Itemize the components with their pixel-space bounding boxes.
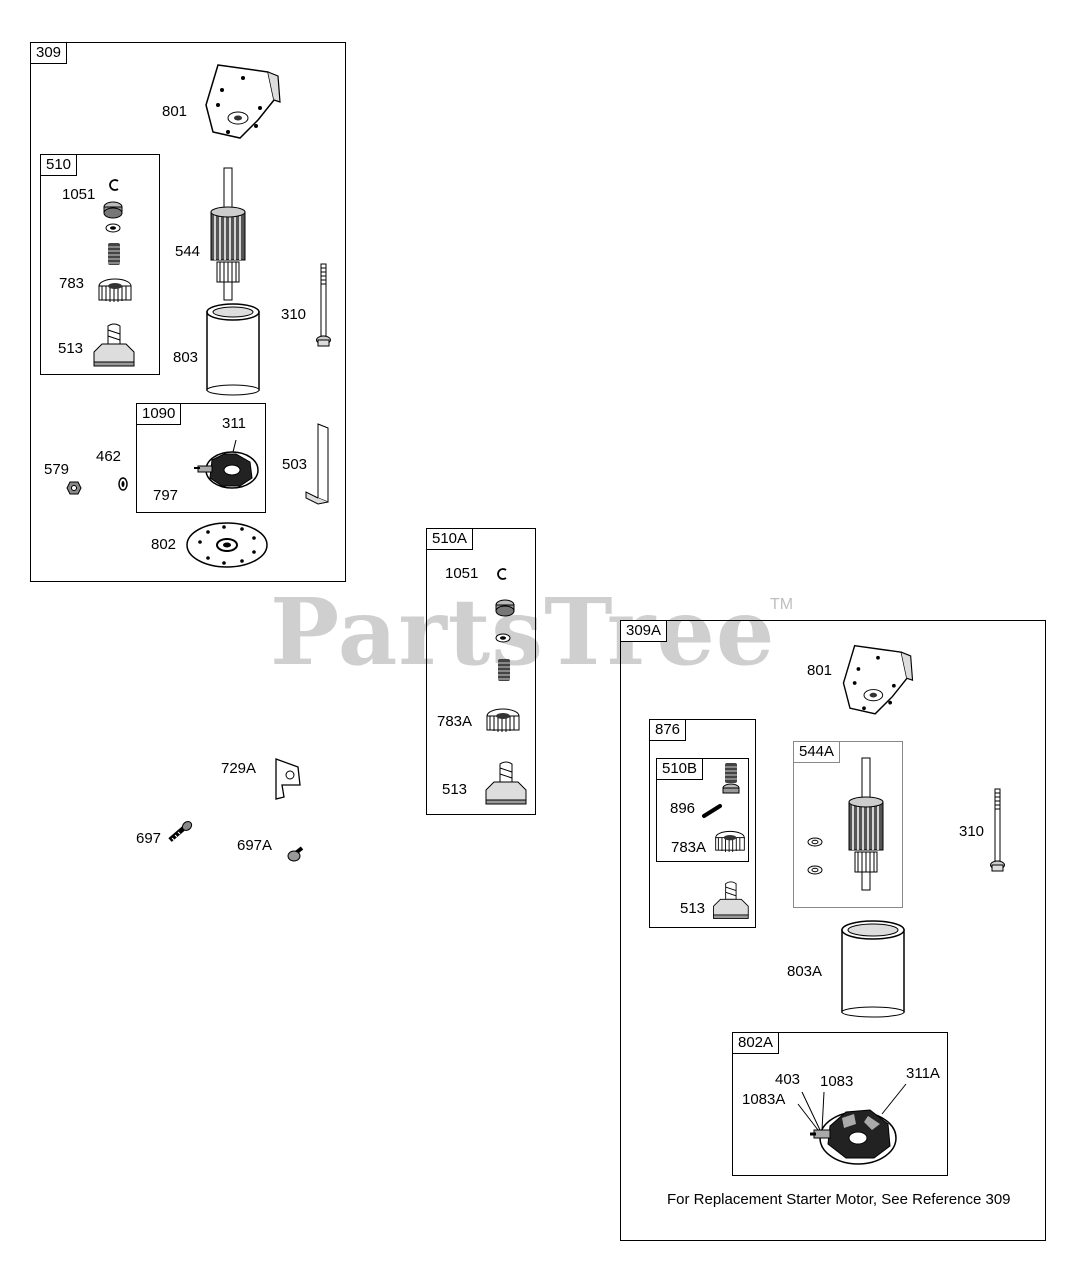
part-579-nut[interactable]	[66, 480, 82, 496]
part-462-washer[interactable]	[117, 477, 129, 491]
group-1090-box: 1090	[136, 403, 266, 513]
label-697: 697	[136, 830, 162, 847]
label-579: 579	[44, 461, 70, 478]
label-1083A: 1083A	[742, 1091, 786, 1108]
label-510A-783A: 783A	[437, 713, 473, 730]
part-544A-washer-1[interactable]	[806, 836, 824, 848]
part-311-brush-holder[interactable]	[192, 438, 262, 500]
group-544A-box: 544A	[793, 741, 903, 908]
label-876-513: 513	[680, 900, 706, 917]
label-311A: 311A	[906, 1065, 940, 1082]
label-544: 544	[175, 243, 201, 260]
label-896: 896	[670, 800, 696, 817]
label-510B-783A: 783A	[671, 839, 707, 856]
part-washer[interactable]	[104, 222, 122, 234]
part-896-pin[interactable]	[701, 803, 723, 819]
watermark-tm: TM	[770, 596, 794, 613]
part-510B-spring-collar[interactable]	[720, 761, 742, 797]
part-510A-collar[interactable]	[494, 598, 516, 618]
part-803A-motor-housing[interactable]	[838, 918, 908, 1018]
group-309-tag: 309	[31, 43, 68, 64]
part-503-spacer-strip[interactable]	[302, 422, 332, 508]
part-802A-end-cap-assembly[interactable]	[796, 1083, 907, 1170]
label-462: 462	[96, 448, 122, 465]
part-544-armature[interactable]	[205, 166, 251, 306]
label-309A-310: 310	[959, 823, 985, 840]
group-309-box: 309	[30, 42, 346, 582]
part-510A-washer[interactable]	[494, 632, 512, 644]
label-729A: 729A	[221, 760, 257, 777]
group-1090-tag: 1090	[137, 404, 182, 425]
part-697A-screw[interactable]	[286, 840, 308, 864]
part-801-drive-end-plate[interactable]	[198, 60, 288, 150]
label-802: 802	[151, 536, 177, 553]
label-1083: 1083	[820, 1073, 854, 1090]
group-510-tag: 510	[41, 155, 78, 176]
part-697-screw[interactable]	[166, 820, 194, 846]
label-311: 311	[222, 415, 246, 432]
part-510B-pinion-gear[interactable]	[713, 828, 747, 858]
part-collar[interactable]	[102, 200, 124, 220]
group-309A-tag: 309A	[621, 621, 668, 642]
group-510B-box: 510B	[656, 758, 749, 862]
label-803: 803	[173, 349, 199, 366]
label-403: 403	[775, 1071, 801, 1088]
part-802-end-cap-plate[interactable]	[184, 520, 270, 570]
group-544A-tag: 544A	[794, 742, 841, 763]
label-513: 513	[58, 340, 84, 357]
label-510A-513: 513	[442, 781, 468, 798]
part-729A-bracket[interactable]	[270, 755, 306, 803]
part-1051-retaining-ring[interactable]	[106, 178, 122, 192]
part-513-clutch[interactable]	[90, 322, 136, 370]
label-510A-1051: 1051	[445, 565, 479, 582]
part-876-clutch[interactable]	[710, 880, 750, 922]
label-801: 801	[162, 103, 188, 120]
group-802A-tag: 802A	[733, 1033, 780, 1054]
part-spring[interactable]	[106, 242, 122, 266]
part-309A-801-drive-end-plate[interactable]	[836, 640, 920, 726]
group-510A-tag: 510A	[427, 529, 474, 550]
part-510A-spring[interactable]	[496, 658, 512, 682]
label-310: 310	[281, 306, 307, 323]
label-797: 797	[153, 487, 179, 504]
watermark: PartsTree	[270, 578, 776, 686]
group-876-tag: 876	[650, 720, 687, 741]
group-510-box: 510	[40, 154, 160, 375]
part-803-motor-housing[interactable]	[204, 302, 262, 396]
group-309A-box: 309A	[620, 620, 1046, 1241]
part-510A-pinion-gear[interactable]	[484, 706, 522, 738]
label-1051: 1051	[62, 186, 96, 203]
part-510A-retaining-ring[interactable]	[494, 567, 510, 581]
label-503: 503	[282, 456, 308, 473]
label-309A-801: 801	[807, 662, 833, 679]
replacement-note: For Replacement Starter Motor, See Refer…	[667, 1191, 1011, 1208]
label-783: 783	[59, 275, 85, 292]
group-510A-box: 510A	[426, 528, 536, 815]
part-544A-armature[interactable]	[843, 756, 889, 896]
part-310-through-bolt[interactable]	[314, 262, 332, 350]
group-510B-tag: 510B	[657, 759, 704, 780]
group-876-box: 876	[649, 719, 756, 928]
part-544A-washer-2[interactable]	[806, 864, 824, 876]
part-309A-310-through-bolt[interactable]	[988, 787, 1006, 875]
label-803A: 803A	[787, 963, 823, 980]
part-510A-clutch[interactable]	[482, 760, 528, 808]
group-802A-box: 802A	[732, 1032, 948, 1176]
part-783-pinion-gear[interactable]	[96, 276, 134, 308]
label-697A: 697A	[237, 837, 273, 854]
